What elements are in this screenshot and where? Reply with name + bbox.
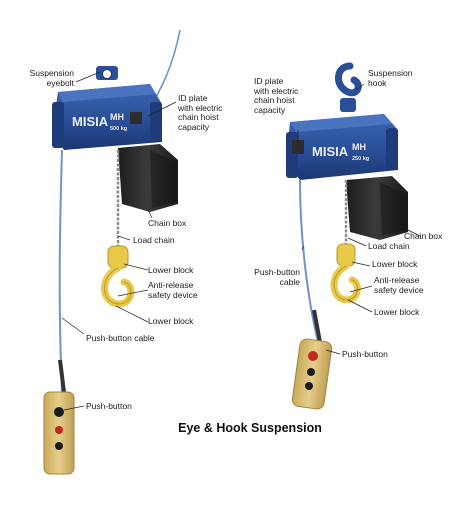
chain-box-right xyxy=(346,176,408,240)
model-text-right: MH xyxy=(352,142,366,152)
label-anti-release-right: Anti-release safety device xyxy=(374,275,424,295)
push-button-cable-left xyxy=(58,149,63,393)
hoist-body-right: MISIA MH 250 kg xyxy=(286,114,398,180)
label-lower-block-left-2: Lower block xyxy=(148,316,194,326)
pendant-right xyxy=(291,338,333,410)
hook-right xyxy=(330,243,361,304)
hoist-body-left: MISIA MH 500 kg xyxy=(52,84,162,150)
hook-left xyxy=(101,245,135,308)
leader-lines xyxy=(61,71,421,411)
hoist-left: MISIA MH 500 kg xyxy=(43,29,181,475)
label-suspension-eyebolt: Suspension eyebolt xyxy=(29,68,74,88)
model-text-left: MH xyxy=(110,112,124,122)
label-lower-block-right-1: Lower block xyxy=(372,259,418,269)
chain-box-left xyxy=(118,144,178,212)
label-lower-block-right-2: Lower block xyxy=(374,307,420,317)
brand-text-left: MISIA xyxy=(72,114,109,129)
label-anti-release-left: Anti-release safety device xyxy=(148,280,198,300)
label-id-plate-left: ID plate with electric chain hoist capac… xyxy=(178,93,223,132)
label-push-button-cable-left: Push-button cable xyxy=(86,333,155,343)
capacity-text-left: 500 kg xyxy=(110,126,127,132)
label-chain-box-left: Chain box xyxy=(148,218,187,228)
label-suspension-hook: Suspension hook xyxy=(368,68,413,88)
label-id-plate-right: ID plate with electric chain hoist capac… xyxy=(254,76,299,115)
id-plate-right xyxy=(292,140,304,154)
label-chain-box-right: Chain box xyxy=(404,231,443,241)
label-push-button-left: Push-button xyxy=(86,401,132,411)
suspension-eyebolt xyxy=(96,66,118,80)
hoist-right: MISIA MH 250 kg xyxy=(286,62,408,410)
brand-text-right: MISIA xyxy=(312,144,349,159)
label-push-button-cable-right: Push-button cable xyxy=(254,267,300,287)
id-plate-left xyxy=(130,112,142,124)
diagram-caption: Eye & Hook Suspension xyxy=(178,421,322,435)
label-load-chain-right: Load chain xyxy=(368,241,410,251)
suspension-hook xyxy=(335,62,362,112)
capacity-text-right: 250 kg xyxy=(352,156,369,162)
pendant-left xyxy=(43,391,75,475)
label-push-button-right: Push-button xyxy=(342,349,388,359)
label-load-chain-left: Load chain xyxy=(133,235,175,245)
push-button-cable-right xyxy=(299,179,319,343)
label-lower-block-left-1: Lower block xyxy=(148,265,194,275)
